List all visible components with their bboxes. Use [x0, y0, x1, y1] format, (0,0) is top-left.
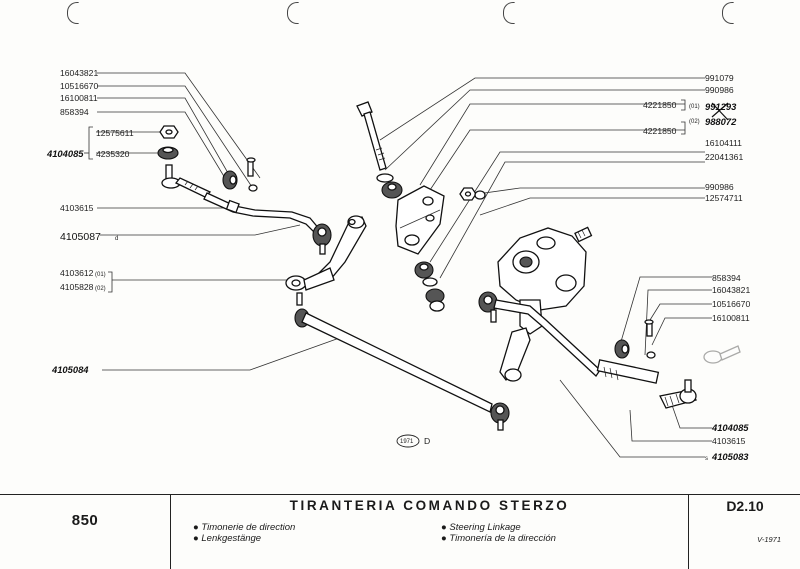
code-cell: D2.10 V-1971: [688, 495, 800, 569]
part-number-label: 16100811: [60, 93, 98, 103]
part-number-label: 4103615: [60, 203, 94, 213]
part-number-label: 990986: [705, 85, 734, 95]
part-suffix-label: d: [115, 236, 118, 242]
stamp-year: 1971: [400, 439, 414, 445]
left-tie-rod-end: [161, 164, 212, 198]
idler-bracket: [395, 185, 445, 255]
idler-arm: [285, 215, 367, 306]
translation-item: ● Steering Linkage: [441, 522, 556, 533]
part-number-label: 4221850: [643, 126, 677, 136]
part-number-label: 4105828: [60, 282, 94, 292]
translation-text: Steering Linkage: [449, 522, 521, 533]
part-number-label: 10516670: [712, 299, 750, 309]
right-clamp-bolt: [614, 319, 656, 359]
bullet-icon: ●: [441, 533, 447, 544]
part-number-label: 990986: [705, 182, 734, 192]
left-tie-rod: [203, 192, 321, 235]
part-number-label: 991079: [705, 73, 734, 83]
part-number-label: 22041361: [705, 152, 743, 162]
left-labels: 16043821 10516670 16100811 858394 125756…: [46, 68, 134, 375]
lower-bushings: [414, 261, 445, 312]
translation-item: ● Timonerie de direction: [193, 522, 295, 533]
ghost-sketch: [703, 345, 741, 364]
page-title: TIRANTERIA COMANDO STERZO: [289, 498, 570, 513]
right-labels: 991079 990986 4221850 (01) 991293 (02) 9…: [643, 73, 750, 462]
translation-text: Lenkgestänge: [201, 533, 262, 544]
part-number-label: 16104111: [705, 138, 742, 148]
bullet-icon: ●: [193, 533, 199, 544]
part-number-label: 12574711: [705, 193, 743, 203]
part-number-label: 4105087: [60, 231, 101, 243]
part-number-label: 4221850: [643, 100, 677, 110]
translations-left: ● Timonerie de direction ● Lenkgestänge: [193, 522, 295, 544]
variant-label: (01): [95, 272, 106, 278]
bullet-icon: ●: [441, 522, 447, 533]
part-number-label: 4104085: [46, 148, 84, 159]
long-bolt: [356, 101, 387, 171]
part-number-label: 4103615: [712, 436, 746, 446]
center-drag-link: [294, 308, 510, 431]
translation-item: ● Timonería de la dirección: [441, 533, 556, 544]
part-number-label: 10516670: [60, 81, 98, 91]
translations-right: ● Steering Linkage ● Timonería de la dir…: [441, 522, 556, 544]
handwritten-strike: [711, 102, 729, 118]
castle-nut: [159, 125, 179, 139]
bullet-icon: ●: [193, 522, 199, 533]
part-number-label: 16043821: [712, 285, 750, 295]
left-clamp-bolt: [222, 157, 258, 192]
pitman-arm: [499, 327, 531, 382]
part-number-label: 4105083: [711, 451, 749, 462]
variant-label: (02): [689, 119, 700, 125]
model-number: 850: [71, 512, 99, 529]
year-stamp: 1971 D: [396, 434, 430, 448]
dust-boot: [157, 146, 179, 160]
model-cell: 850: [0, 495, 171, 569]
variant-label: (02): [95, 286, 106, 292]
stamp-letter: D: [424, 436, 430, 446]
part-number-label: 858394: [712, 273, 741, 283]
page-code: D2.10: [726, 498, 764, 514]
part-number-label: 858394: [60, 107, 89, 117]
title-cell: TIRANTERIA COMANDO STERZO ● Timonerie de…: [171, 495, 688, 569]
translation-item: ● Lenkgestänge: [193, 533, 295, 544]
part-number-label: 16043821: [60, 68, 98, 78]
part-number-label: 4105084: [51, 364, 89, 375]
right-tie-rod: [478, 291, 660, 384]
part-prefix-label: s: [705, 456, 708, 462]
part-number-label: 12575611: [96, 128, 134, 138]
bushing-stack: [376, 173, 403, 199]
translation-text: Timonerie de direction: [201, 522, 296, 533]
variant-label: (01): [689, 104, 700, 110]
left-rod-ball-joint: [312, 223, 332, 255]
right-leader-lines: [379, 77, 712, 458]
superseded-part-number: 991293: [705, 101, 737, 112]
steering-gearbox: [497, 226, 593, 335]
part-number-label: 4235320: [96, 149, 130, 159]
translation-text: Timonería de la dirección: [449, 533, 556, 544]
left-leader-lines: [96, 72, 346, 371]
nut-washer: [459, 187, 486, 201]
part-number-label: 4104085: [711, 422, 749, 433]
superseded-part-number: 988072: [705, 116, 737, 127]
handwritten-strike: [711, 102, 729, 121]
title-block: 850 TIRANTERIA COMANDO STERZO ● Timoneri…: [0, 494, 800, 569]
edition-date: V-1971: [757, 535, 781, 544]
right-tie-rod-end: [659, 379, 698, 409]
part-number-label: 4103612: [60, 268, 94, 278]
part-number-label: 16100811: [712, 313, 750, 323]
